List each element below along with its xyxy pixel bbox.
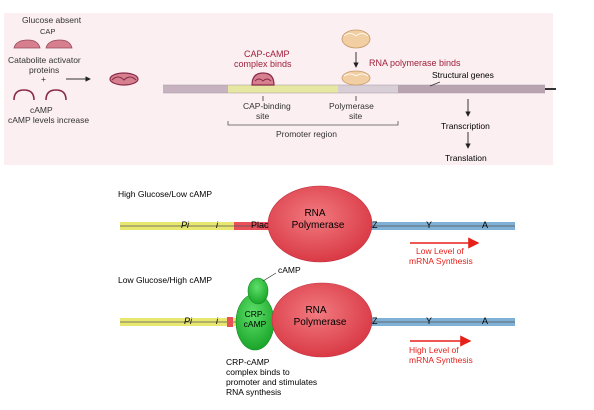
cap-binding-site-label-1: CAP-binding <box>243 101 291 111</box>
rna-polymerase-label-1a: RNA <box>304 208 326 219</box>
gene-y-1: Y <box>426 220 433 230</box>
gene-plac-1: Plac <box>251 220 269 230</box>
high-level-label-2: mRNA Synthesis <box>409 355 473 365</box>
camp-levels-label: cAMP levels increase <box>8 115 90 125</box>
cap-camp-binds-label-1: CAP-cAMP <box>244 49 290 59</box>
gene-pi-1: Pi <box>181 220 190 230</box>
rna-polymerase-binds-label: RNA polymerase binds <box>369 58 461 68</box>
rna-polymerase-1 <box>267 185 373 263</box>
glucose-absent-label: Glucose absent <box>22 15 82 25</box>
gene-pi-2: Pi <box>184 316 193 326</box>
cap-camp-complex-bound <box>251 72 275 86</box>
gene-y-2: Y <box>426 316 433 326</box>
polymerase-site-label-1: Polymerase <box>329 101 374 111</box>
crp-caption-line-3: promoter and stimulates <box>226 377 318 387</box>
rna-polymerase-2 <box>271 282 373 358</box>
cap-binding-site-label-2: site <box>256 111 270 121</box>
cap-protein-shape-1 <box>13 39 41 49</box>
proteins-label: proteins <box>29 65 60 75</box>
cap-camp-binds-label-2: complex binds <box>234 59 292 69</box>
rna-polymerase-label-2a: RNA <box>305 305 327 316</box>
crp-caption-line-4: RNA synthesis <box>226 387 282 397</box>
gene-a-2: A <box>482 316 489 326</box>
high-glucose-title: High Glucose/Low cAMP <box>118 189 213 199</box>
promoter-region-label: Promoter region <box>276 129 337 139</box>
gene-z-1: Z <box>372 220 378 230</box>
rna-polymerase-free <box>341 29 371 49</box>
crp-caption-line-2: complex binds to <box>226 367 290 377</box>
low-level-label-2: mRNA Synthesis <box>409 256 473 266</box>
translation-label: Translation <box>445 153 487 163</box>
crp-camp-label-1: CRP- <box>244 309 266 319</box>
rna-polymerase-label-2b: Polymerase <box>293 317 347 328</box>
rna-polymerase-label-1b: Polymerase <box>291 220 345 231</box>
camp-top-label: cAMP <box>30 105 53 115</box>
rna-polymerase-bound <box>341 70 371 86</box>
camp-molecule <box>247 277 269 305</box>
gene-a-1: A <box>482 220 489 230</box>
low-glucose-title: Low Glucose/High cAMP <box>118 275 213 285</box>
structural-genes-label: Structural genes <box>432 70 494 80</box>
cap-protein-shape-2 <box>45 39 73 49</box>
gene-i-2: i <box>216 316 218 326</box>
catabolite-activator-label: Catabolite activator <box>8 55 81 65</box>
structural-genes-pointer <box>429 81 441 87</box>
plus-label: + <box>41 74 46 84</box>
crp-caption-line-1: CRP-cAMP <box>226 357 270 367</box>
promoter-region-bracket <box>227 121 399 126</box>
gene-z-2: Z <box>372 316 378 326</box>
high-level-label-1: High Level of <box>409 345 459 355</box>
gene-i-1: i <box>216 220 218 230</box>
cap-camp-complex-left <box>109 72 139 86</box>
camp-pointer <box>262 272 277 282</box>
polymerase-site-label-2: site <box>349 111 363 121</box>
camp-bottom-label: cAMP <box>278 265 301 275</box>
crp-camp-label-2: cAMP <box>243 319 267 329</box>
low-level-label-1: Low Level of <box>416 246 464 256</box>
transcription-label: Transcription <box>441 121 490 131</box>
red-promoter-marker <box>227 317 233 327</box>
camp-arc-1 <box>13 89 35 101</box>
camp-arc-2 <box>45 89 67 101</box>
cap-label: CAP <box>40 27 56 36</box>
